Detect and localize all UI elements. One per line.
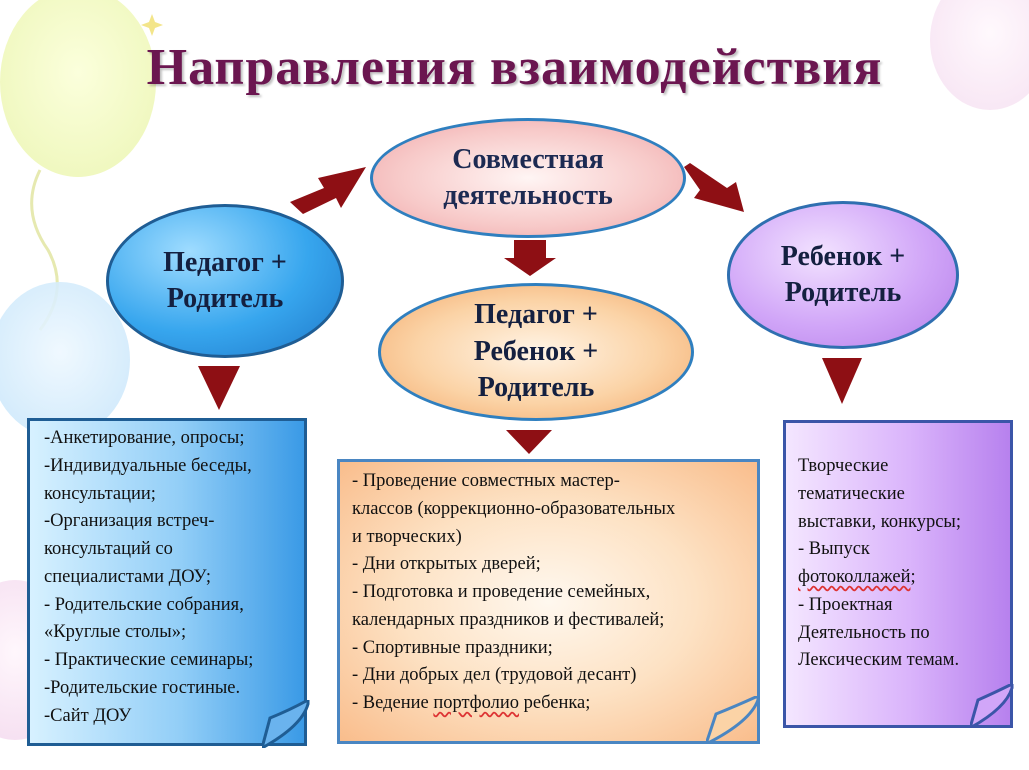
node-label: Ребенок +	[473, 335, 599, 367]
list-item: специалистами ДОУ;	[44, 566, 212, 587]
list-item-text: ребенка;	[518, 693, 591, 713]
list-item: тематические	[798, 483, 905, 504]
list-item: календарных праздников и фестивалей;	[352, 609, 665, 630]
list-item: - Дни добрых дел (трудовой десант)	[352, 665, 637, 686]
list-item: - Спортивные праздники;	[352, 637, 553, 658]
list-item: -Сайт ДОУ	[44, 705, 132, 726]
list-item: - Подготовка и проведение семейных,	[352, 582, 651, 602]
node-label: Совместная	[452, 143, 604, 175]
list-item: выставки, конкурсы;	[798, 511, 961, 532]
box-child-parent-forms: Творческие тематические выставки, конкур…	[783, 420, 1013, 728]
list-item: - Родительские собрания,	[44, 594, 244, 615]
list-item: консультации;	[44, 483, 156, 504]
page-curl-icon	[970, 684, 1014, 728]
node-teacher-parent: Педагог + Родитель	[106, 204, 344, 358]
node-label: Педагог +	[474, 299, 598, 331]
list-item: - Проведение совместных мастер-	[352, 471, 620, 491]
list-item: -Анкетирование, опросы;	[44, 428, 245, 448]
node-child-parent: Ребенок + Родитель	[727, 201, 959, 349]
list-item: Лексическим темам.	[798, 650, 960, 671]
list-item: -Родительские гостиные.	[44, 677, 241, 698]
spellcheck-word: фотоколлажей	[798, 567, 911, 587]
list-item-text: - Ведение	[352, 693, 434, 713]
node-label: Ребенок +	[780, 240, 906, 272]
list-item: Творческие	[798, 456, 889, 476]
list-item: - Ведение портфолио ребенка;	[352, 690, 753, 718]
node-joint-activity: Совместная деятельность	[370, 118, 686, 238]
box-teacher-parent-forms: -Анкетирование, опросы; -Индивидуальные …	[27, 418, 307, 746]
list-item: - Дни открытых дверей;	[352, 554, 541, 575]
list-item: - Практические семинары;	[44, 650, 254, 670]
arrow-to-right-box	[822, 358, 862, 404]
list-item: -Организация встреч-	[44, 511, 215, 532]
list-item: консультаций со	[44, 539, 173, 559]
list-item: фотоколлажей;	[798, 564, 1004, 592]
box-joint-forms: - Проведение совместных мастер- классов …	[337, 459, 760, 744]
list-item-text: ;	[910, 567, 916, 587]
node-label: Родитель	[477, 372, 595, 404]
arrow-to-left-node	[290, 167, 366, 214]
list-item: и творческих)	[352, 526, 462, 547]
arrow-to-right-node	[684, 163, 744, 212]
arrow-to-left-box	[198, 366, 240, 410]
list-item: -Индивидуальные беседы,	[44, 455, 252, 476]
spellcheck-word: портфолио	[433, 693, 519, 713]
arrow-to-middle-box	[506, 430, 552, 454]
list-item: - Выпуск	[798, 539, 870, 560]
node-label: Родитель	[784, 277, 902, 308]
balloon-shape	[0, 0, 156, 177]
list-item: - Проектная	[798, 594, 893, 615]
node-label: Педагог +	[163, 246, 287, 278]
list-item: «Круглые столы»;	[44, 622, 187, 643]
list-item: классов (коррекционно-образовательных	[352, 498, 676, 519]
diagram-title: Направления взаимодействия	[146, 39, 883, 96]
node-label: деятельность	[443, 180, 613, 211]
balloon-shape	[930, 0, 1029, 110]
balloon-shape	[0, 282, 130, 438]
list-item: Деятельность по	[798, 622, 930, 643]
node-teacher-child-parent: Педагог + Ребенок + Родитель	[378, 283, 694, 421]
page-curl-icon	[262, 700, 310, 748]
arrow-to-middle-node	[504, 240, 556, 276]
sparkle-icon	[141, 14, 163, 36]
node-label: Родитель	[166, 283, 284, 314]
page-curl-icon	[706, 696, 760, 744]
